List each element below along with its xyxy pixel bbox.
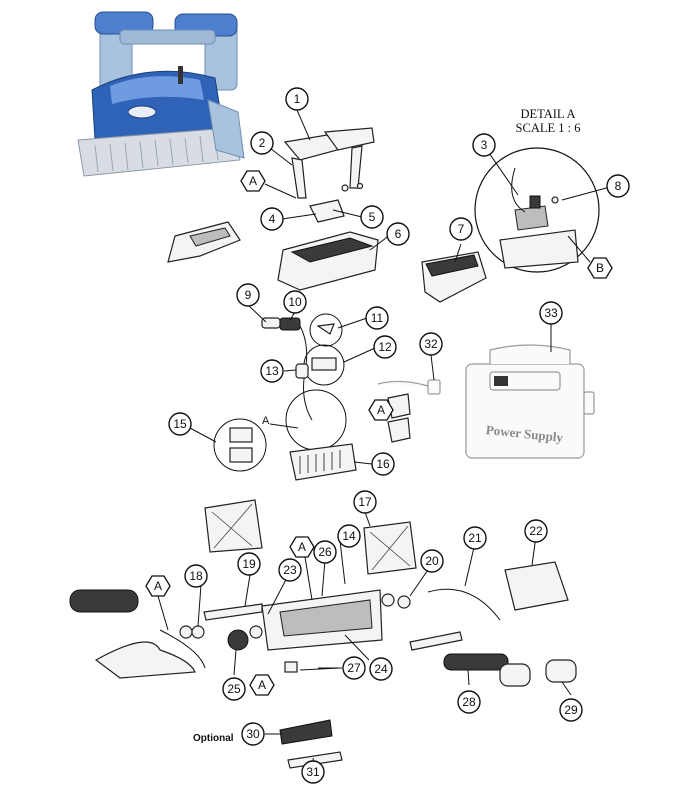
cable-swivel-parts bbox=[261, 313, 345, 421]
callout-18: 18 bbox=[184, 564, 208, 588]
callout-31: 31 bbox=[301, 760, 325, 784]
optional-label: Optional bbox=[193, 733, 234, 744]
callout-20: 20 bbox=[420, 549, 444, 573]
callout-7: 7 bbox=[449, 217, 473, 241]
callout-29: 29 bbox=[559, 698, 583, 722]
svg-text:11: 11 bbox=[371, 311, 384, 325]
svg-text:28: 28 bbox=[462, 695, 476, 709]
svg-text:24: 24 bbox=[374, 662, 388, 676]
callout-3: 3 bbox=[472, 133, 496, 157]
callout-16: 16 bbox=[371, 452, 395, 476]
hex-label-a-center: A bbox=[289, 536, 315, 558]
svg-text:26: 26 bbox=[318, 545, 332, 559]
svg-text:A: A bbox=[298, 540, 306, 554]
svg-text:22: 22 bbox=[529, 524, 543, 538]
callout-1: 1 bbox=[285, 87, 309, 111]
hex-label-a-bottom: A bbox=[249, 674, 275, 696]
svg-text:1: 1 bbox=[294, 92, 301, 106]
svg-text:21: 21 bbox=[468, 531, 482, 545]
handle-assembly bbox=[283, 127, 375, 199]
svg-text:29: 29 bbox=[564, 703, 578, 717]
svg-text:30: 30 bbox=[246, 727, 260, 741]
svg-text:20: 20 bbox=[425, 554, 439, 568]
hex-label-a-left: A bbox=[145, 575, 171, 597]
callout-22: 22 bbox=[524, 519, 548, 543]
callout-15: 15 bbox=[168, 412, 192, 436]
callout-14: 14 bbox=[337, 524, 361, 548]
svg-text:6: 6 bbox=[395, 227, 402, 241]
chassis-and-drive-parts: Optional bbox=[69, 499, 577, 769]
svg-text:19: 19 bbox=[242, 557, 256, 571]
top-cover-parts bbox=[167, 199, 487, 303]
hex-label-b: B bbox=[587, 257, 613, 279]
svg-text:5: 5 bbox=[369, 210, 376, 224]
svg-text:31: 31 bbox=[306, 765, 320, 779]
svg-text:9: 9 bbox=[245, 288, 252, 302]
detail-scale: SCALE 1 : 6 bbox=[516, 121, 581, 135]
callout-27: 27 bbox=[342, 656, 366, 680]
callout-26: 26 bbox=[313, 540, 337, 564]
callout-4: 4 bbox=[260, 207, 284, 231]
svg-text:12: 12 bbox=[378, 340, 392, 354]
svg-text:B: B bbox=[596, 261, 604, 275]
hex-label-a-top: A bbox=[240, 170, 266, 192]
callout-9: 9 bbox=[236, 283, 260, 307]
svg-text:10: 10 bbox=[288, 295, 302, 309]
svg-text:25: 25 bbox=[227, 682, 241, 696]
power-supply-unit: Power Supply bbox=[377, 344, 595, 459]
svg-text:13: 13 bbox=[265, 364, 279, 378]
callout-13: 13 bbox=[260, 359, 284, 383]
svg-text:3: 3 bbox=[481, 138, 488, 152]
svg-text:18: 18 bbox=[189, 569, 203, 583]
callout-32: 32 bbox=[419, 332, 443, 356]
callout-2: 2 bbox=[250, 131, 274, 155]
callout-28: 28 bbox=[457, 690, 481, 714]
callout-5: 5 bbox=[360, 205, 384, 229]
svg-text:8: 8 bbox=[615, 179, 622, 193]
svg-text:33: 33 bbox=[544, 306, 558, 320]
callout-6: 6 bbox=[386, 222, 410, 246]
svg-text:4: 4 bbox=[269, 212, 276, 226]
robot-product-image bbox=[77, 11, 245, 177]
callout-10: 10 bbox=[283, 290, 307, 314]
svg-text:A: A bbox=[154, 579, 162, 593]
callout-19: 19 bbox=[237, 552, 261, 576]
svg-text:17: 17 bbox=[358, 495, 372, 509]
svg-text:2: 2 bbox=[259, 136, 266, 150]
svg-text:A: A bbox=[377, 403, 385, 417]
callout-12: 12 bbox=[373, 335, 397, 359]
svg-text:14: 14 bbox=[342, 529, 356, 543]
detail-a-marker: A bbox=[262, 415, 270, 427]
svg-text:32: 32 bbox=[424, 337, 438, 351]
callout-25: 25 bbox=[222, 677, 246, 701]
svg-text:A: A bbox=[249, 174, 257, 188]
svg-text:23: 23 bbox=[283, 563, 297, 577]
svg-text:15: 15 bbox=[173, 417, 187, 431]
callout-23: 23 bbox=[278, 558, 302, 582]
callout-24: 24 bbox=[369, 657, 393, 681]
hex-label-a-motor: A bbox=[368, 399, 394, 421]
callout-30: 30 bbox=[241, 722, 265, 746]
svg-text:A: A bbox=[258, 678, 266, 692]
callout-33: 33 bbox=[539, 301, 563, 325]
svg-text:16: 16 bbox=[376, 457, 390, 471]
callout-17: 17 bbox=[353, 490, 377, 514]
callout-11: 11 bbox=[365, 306, 389, 330]
detail-title: DETAIL A bbox=[520, 107, 575, 121]
callout-21: 21 bbox=[463, 526, 487, 550]
svg-text:27: 27 bbox=[347, 661, 361, 675]
svg-text:7: 7 bbox=[458, 222, 465, 236]
detail-a-view: DETAIL A SCALE 1 : 6 bbox=[474, 107, 600, 273]
callout-8: 8 bbox=[606, 174, 630, 198]
